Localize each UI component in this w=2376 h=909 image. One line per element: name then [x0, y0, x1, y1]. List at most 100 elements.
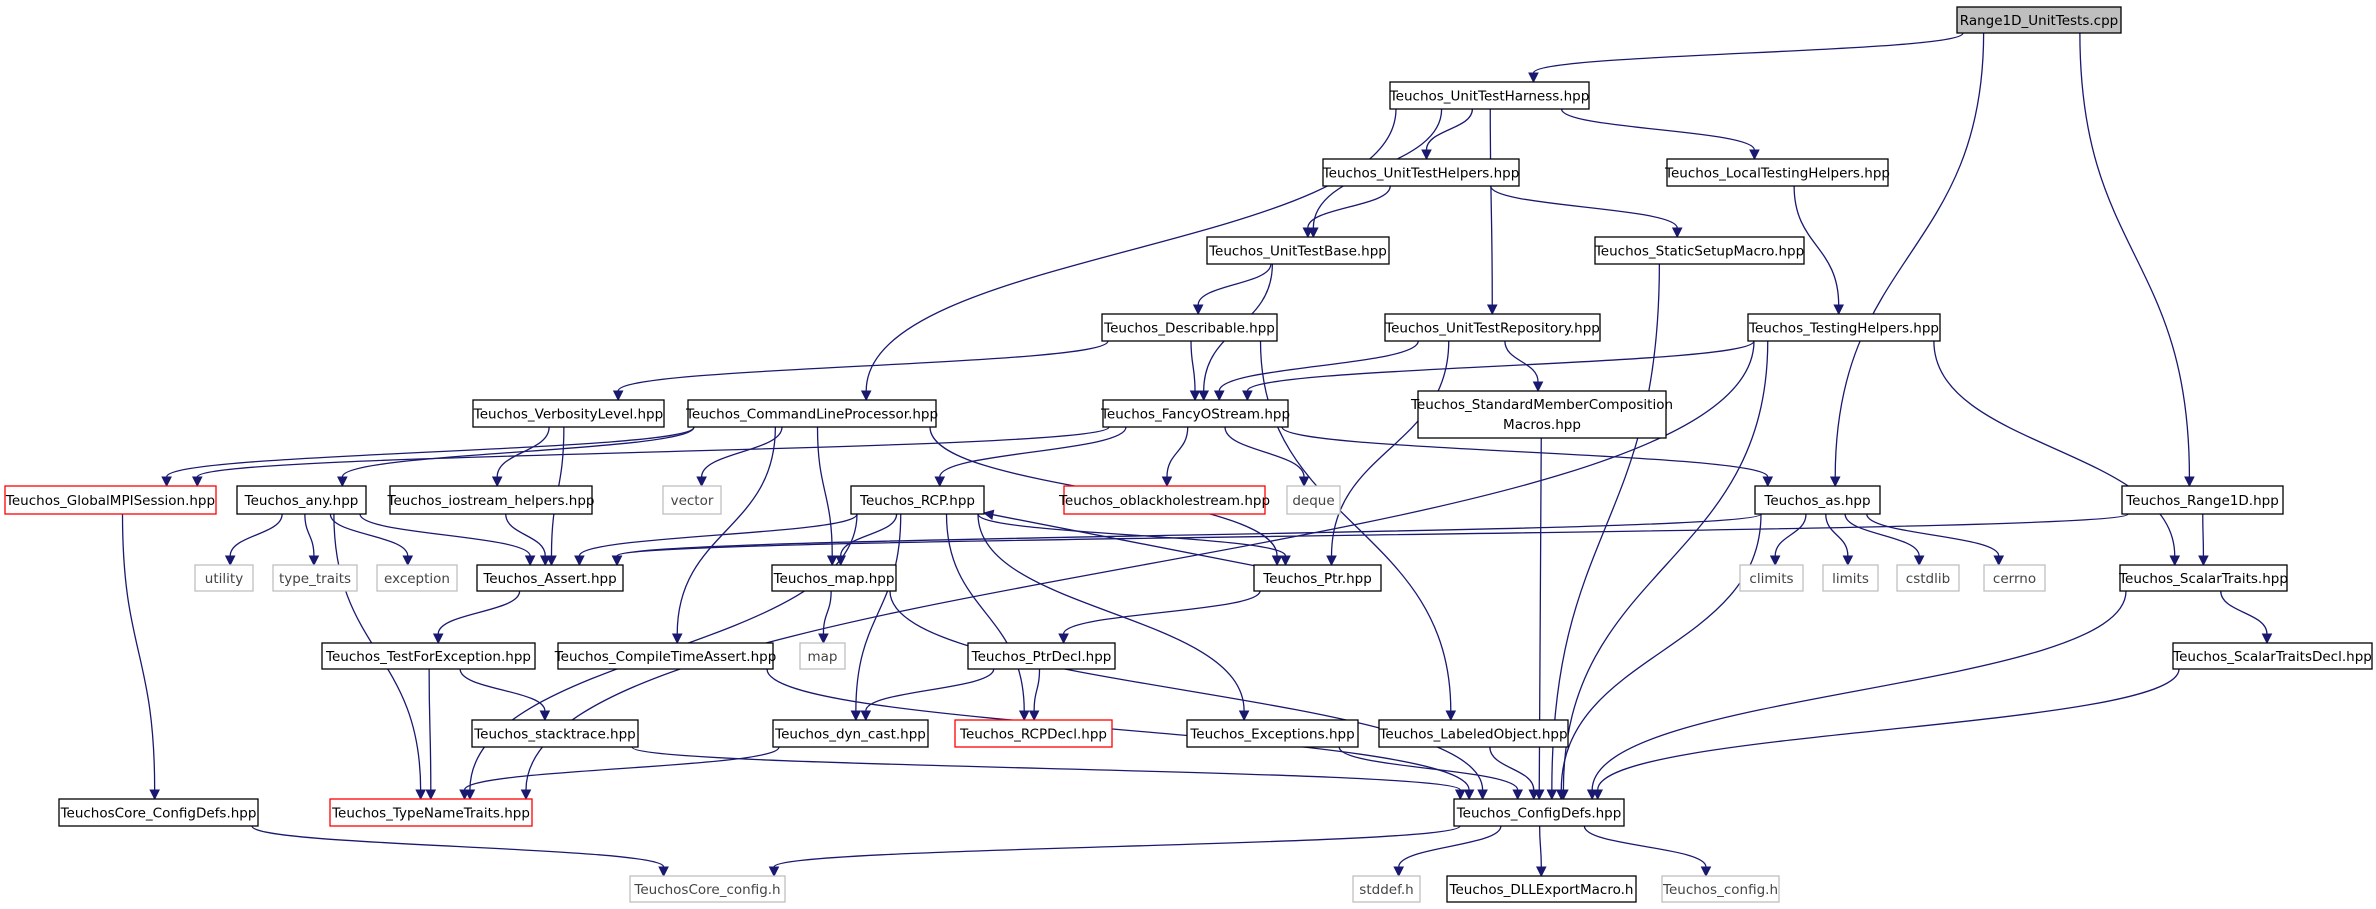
edge-arrowhead — [308, 555, 320, 567]
node-deque[interactable]: deque — [1286, 485, 1341, 515]
edge-arrowhead — [191, 476, 203, 488]
node-typenametraits[interactable]: Teuchos_TypeNameTraits.hpp — [329, 798, 533, 827]
node-coreconfigdefs[interactable]: TeuchosCore_ConfigDefs.hpp — [58, 798, 259, 827]
edge-configdefs-to-dllexportmacro — [1538, 825, 1542, 868]
node-box — [329, 798, 533, 827]
edge-arrowhead — [850, 710, 862, 722]
node-unittesthelpers[interactable]: Teuchos_UnitTestHelpers.hpp — [1322, 158, 1520, 187]
edge-arrowhead — [432, 633, 444, 645]
node-assert[interactable]: Teuchos_Assert.hpp — [476, 564, 624, 592]
node-label: Teuchos_VerbosityLevel.hpp — [473, 407, 663, 423]
edge-arrowhead — [1463, 789, 1475, 801]
node-stddef[interactable]: stddef.h — [1352, 875, 1421, 903]
edge-arrowhead — [1028, 710, 1040, 722]
node-unittestbase[interactable]: Teuchos_UnitTestBase.hpp — [1206, 236, 1390, 265]
node-dllexportmacro[interactable]: Teuchos_DLLExportMacro.h — [1446, 875, 1637, 903]
edge-commandlineprocessor-to-vector — [700, 426, 783, 478]
node-as[interactable]: Teuchos_as.hpp — [1754, 485, 1881, 515]
node-rcp[interactable]: Teuchos_RCP.hpp — [850, 485, 985, 515]
edge-arrowhead — [1421, 149, 1432, 161]
node-type_traits[interactable]: type_traits — [272, 564, 358, 592]
node-label: Teuchos_Ptr.hpp — [1262, 571, 1372, 587]
node-configdefs[interactable]: Teuchos_ConfigDefs.hpp — [1453, 798, 1625, 827]
node-describable[interactable]: Teuchos_Describable.hpp — [1101, 313, 1278, 342]
edge-arrowhead — [826, 555, 838, 567]
edge-arrowhead — [835, 555, 846, 567]
node-utility[interactable]: utility — [194, 564, 254, 592]
edge-arrowhead — [1762, 476, 1774, 488]
edge-arrowhead — [671, 633, 683, 645]
edge-scalartraits-to-configdefs — [1591, 590, 2127, 791]
node-testinghelpers[interactable]: Teuchos_TestingHelpers.hpp — [1747, 313, 1941, 342]
node-range1d_unittests[interactable]: Range1D_UnitTests.cpp — [1956, 6, 2122, 34]
node-ptr[interactable]: Teuchos_Ptr.hpp — [1253, 564, 1382, 592]
node-label: TeuchosCore_config.h — [633, 882, 780, 898]
node-standardmembercomposition[interactable]: Teuchos_StandardMemberCompositionMacros.… — [1410, 390, 1673, 439]
node-box — [1896, 564, 1960, 592]
edge-exceptions-to-configdefs — [1338, 746, 1519, 791]
node-iostream_helpers[interactable]: Teuchos_iostream_helpers.hpp — [387, 485, 595, 515]
node-commandlineprocessor[interactable]: Teuchos_CommandLineProcessor.hpp — [685, 399, 938, 428]
node-box — [1666, 158, 1889, 187]
edge-arrowhead — [1477, 789, 1488, 801]
node-config_h[interactable]: Teuchos_config.h — [1661, 875, 1780, 903]
node-globalmpisession[interactable]: Teuchos_GlobalMPISession.hpp — [4, 485, 217, 515]
node-cstdlib[interactable]: cstdlib — [1896, 564, 1960, 592]
node-box — [1739, 564, 1804, 592]
edge-arrowhead — [337, 476, 348, 488]
node-exceptions[interactable]: Teuchos_Exceptions.hpp — [1186, 719, 1359, 748]
node-box — [1594, 236, 1805, 265]
node-compiletimeassert[interactable]: Teuchos_CompileTimeAssert.hpp — [554, 642, 777, 670]
node-label: cerrno — [1993, 571, 2036, 587]
edge-arrowhead — [1393, 866, 1405, 878]
node-unittestharness[interactable]: Teuchos_UnitTestHarness.hpp — [1389, 81, 1590, 110]
node-ptrdecl[interactable]: Teuchos_PtrDecl.hpp — [967, 642, 1116, 670]
edge-fancyostream-to-as — [1281, 426, 1769, 478]
node-unittestrepository[interactable]: Teuchos_UnitTestRepository.hpp — [1384, 313, 1601, 342]
edge-assert-to-testforexception — [437, 590, 521, 635]
node-oblackholestream[interactable]: Teuchos_oblackholestream.hpp — [1058, 485, 1270, 515]
node-box — [471, 719, 639, 748]
node-dyn_cast[interactable]: Teuchos_dyn_cast.hpp — [772, 719, 929, 748]
node-coreconfig_h[interactable]: TeuchosCore_config.h — [629, 875, 786, 903]
node-label: Teuchos_Assert.hpp — [482, 571, 616, 587]
node-cerrno[interactable]: cerrno — [1983, 564, 2046, 592]
edge-commandlineprocessor-to-compiletimeassert — [676, 426, 777, 635]
node-fancyostream[interactable]: Teuchos_FancyOStream.hpp — [1100, 399, 1290, 428]
node-labeledobject[interactable]: Teuchos_LabeledObject.hpp — [1378, 719, 1569, 748]
edge-rcp-to-exceptions — [977, 513, 1245, 712]
edge-arrowhead — [1271, 555, 1283, 567]
edge-arrowhead — [1302, 227, 1314, 239]
edge-dyn_cast-to-typenametraits — [463, 746, 780, 791]
edge-arrowhead — [1192, 304, 1204, 316]
edge-arrowhead — [1058, 633, 1069, 645]
node-vector[interactable]: vector — [662, 485, 722, 515]
edge-unittesthelpers-to-unittestbase — [1307, 185, 1391, 229]
node-box — [1186, 719, 1359, 748]
node-any[interactable]: Teuchos_any.hpp — [236, 485, 367, 515]
node-map_hpp[interactable]: Teuchos_map.hpp — [771, 564, 897, 592]
edge-unittestbase-to-describable — [1197, 263, 1272, 306]
node-map_std[interactable]: map — [799, 642, 846, 670]
node-rcpdecl[interactable]: Teuchos_RCPDecl.hpp — [954, 719, 1113, 748]
node-staticsetupmacro[interactable]: Teuchos_StaticSetupMacro.hpp — [1594, 236, 1805, 265]
edge-fancyostream-to-oblackholestream — [1166, 426, 1189, 478]
node-scalartraitsdecl[interactable]: Teuchos_ScalarTraitsDecl.hpp — [2172, 642, 2373, 670]
node-limits[interactable]: limits — [1822, 564, 1879, 592]
edge-arrowhead — [658, 866, 669, 878]
node-layer: Range1D_UnitTests.cppTeuchos_UnitTestHar… — [4, 6, 2373, 903]
node-stacktrace[interactable]: Teuchos_stacktrace.hpp — [471, 719, 639, 748]
node-testforexception[interactable]: Teuchos_TestForException.hpp — [321, 642, 536, 670]
node-label: Teuchos_stacktrace.hpp — [473, 727, 636, 743]
edge-as-to-assert — [616, 513, 1762, 557]
node-range1d[interactable]: Teuchos_Range1D.hpp — [2121, 485, 2284, 515]
node-label: deque — [1292, 493, 1334, 509]
node-verbositylevel[interactable]: Teuchos_VerbosityLevel.hpp — [472, 399, 665, 428]
node-scalartraits[interactable]: Teuchos_ScalarTraits.hpp — [2118, 564, 2288, 592]
node-localtestinghelpers[interactable]: Teuchos_LocalTestingHelpers.hpp — [1664, 158, 1890, 187]
edge-configdefs-to-coreconfig_h — [773, 825, 1461, 868]
node-climits[interactable]: climits — [1739, 564, 1804, 592]
edge-arrowhead — [1546, 789, 1558, 801]
node-exception[interactable]: exception — [376, 564, 458, 592]
edge-testinghelpers-to-configdefs — [1562, 340, 1769, 791]
